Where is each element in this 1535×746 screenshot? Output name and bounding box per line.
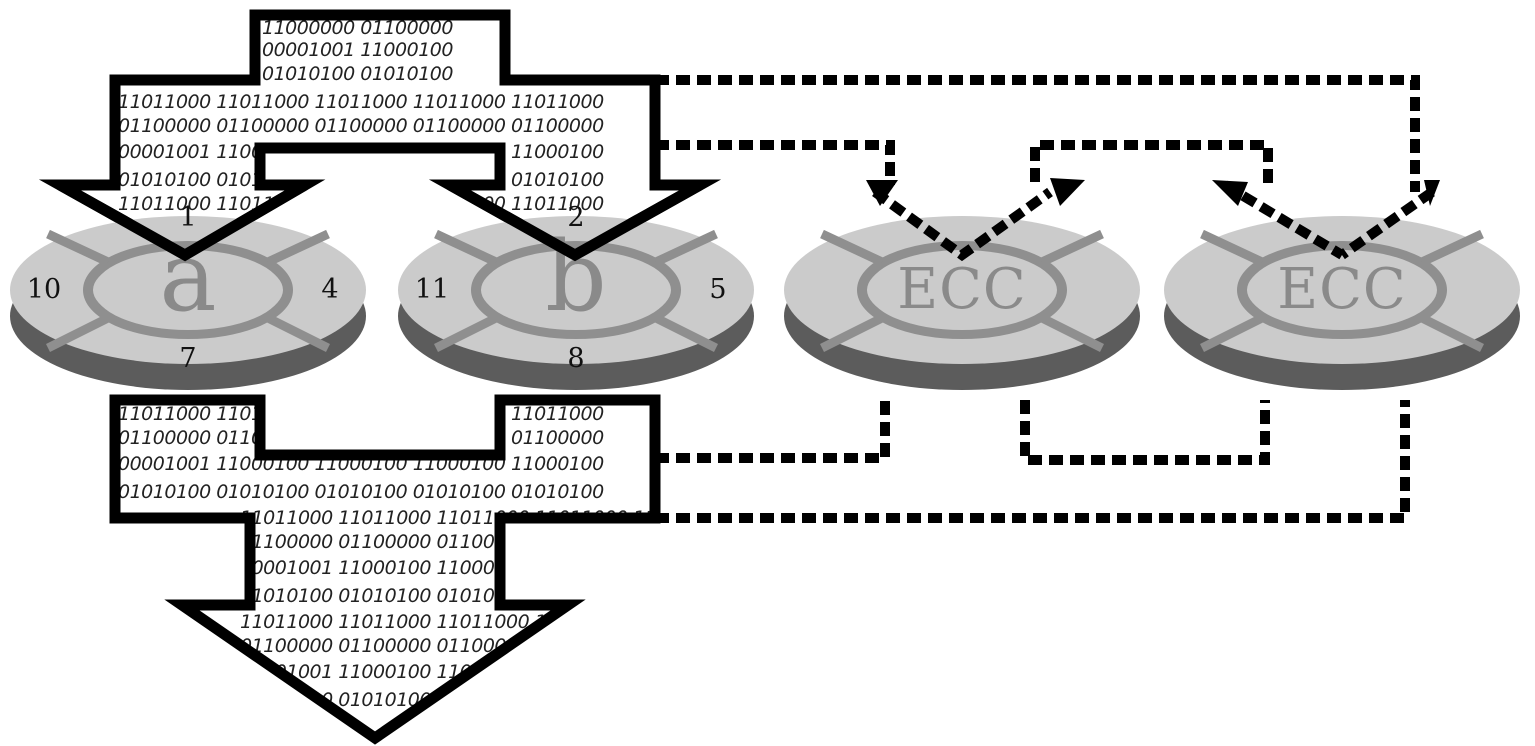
arrowhead-icon [1424,180,1440,206]
ecc-connector [872,187,1053,262]
ecc-disk-2-label: ECC [1277,257,1407,322]
arrowhead-icon [1212,180,1248,206]
binary-row: 00001001 11000100 [262,39,453,61]
disk-a-segment-bottom: 7 [179,343,196,374]
disk-b-segment-right: 5 [709,274,726,305]
output-data-arrow: 11011000 11011000 11011000 11011000 1101… [109,394,726,745]
disk-b-segment-left: 11 [415,274,449,305]
binary-row: 01100000 01100000 01100000 01100000 0110… [118,115,604,137]
disk-a-segment-left: 10 [27,274,61,305]
binary-row: 11011000 11011000 11011000 11011000 1101… [240,611,726,633]
ecc-connector [655,400,1410,523]
binary-row: 01100000 01100000 01100000 01100000 0110… [240,635,726,657]
disk-b-segment-bottom: 8 [567,343,584,374]
binary-row: 01010100 01010100 01010100 01010100 0101… [118,169,604,191]
binary-row: 11011000 11011000 11011000 11011000 1101… [118,91,604,113]
ecc-disk-1: ECC [784,216,1140,390]
binary-row: 01100000 01100000 01100000 01100000 0110… [240,531,726,553]
binary-row: 00001001 11000100 11000100 11000100 1100… [240,557,726,579]
ecc-connector [655,140,895,185]
ecc-disk-1-label: ECC [897,257,1027,322]
ecc-connector [1030,140,1273,188]
disk-b-segment-top: 2 [567,202,584,233]
ecc-connector [655,75,1420,192]
ecc-connections [655,75,1435,523]
binary-row: 11011000 11011000 11011000 11011000 1101… [118,403,604,425]
ecc-connector [1339,187,1435,260]
ecc-arrowheads [866,178,1440,206]
arrowhead-icon [1050,178,1085,206]
disk-a: a 1 4 7 10 [10,202,366,390]
ecc-connector [1020,400,1270,465]
disk-b: b 2 5 8 11 [398,202,754,390]
binary-row: 01010100 01010100 01010100 01010100 0101… [240,585,726,607]
ecc-disk-2: ECC [1164,216,1520,390]
ecc-connector [655,400,890,463]
binary-row: 01100000 01100000 01100000 01100000 0110… [118,427,604,449]
binary-row: 01010100 01010100 01010100 01010100 0101… [118,481,604,503]
disk-a-segment-top: 1 [179,202,196,233]
ecc-connector [1222,180,1345,260]
input-binary-fill: 11000000 01100000 00001001 11000100 0101… [118,17,605,215]
output-binary-fill: 11011000 11011000 11011000 11011000 1101… [118,403,726,711]
binary-row: 01010100 01010100 [262,63,453,85]
disk-a-segment-right: 4 [321,274,338,305]
arrowhead-icon [866,180,898,206]
binary-row: 11000000 01100000 [262,17,453,39]
